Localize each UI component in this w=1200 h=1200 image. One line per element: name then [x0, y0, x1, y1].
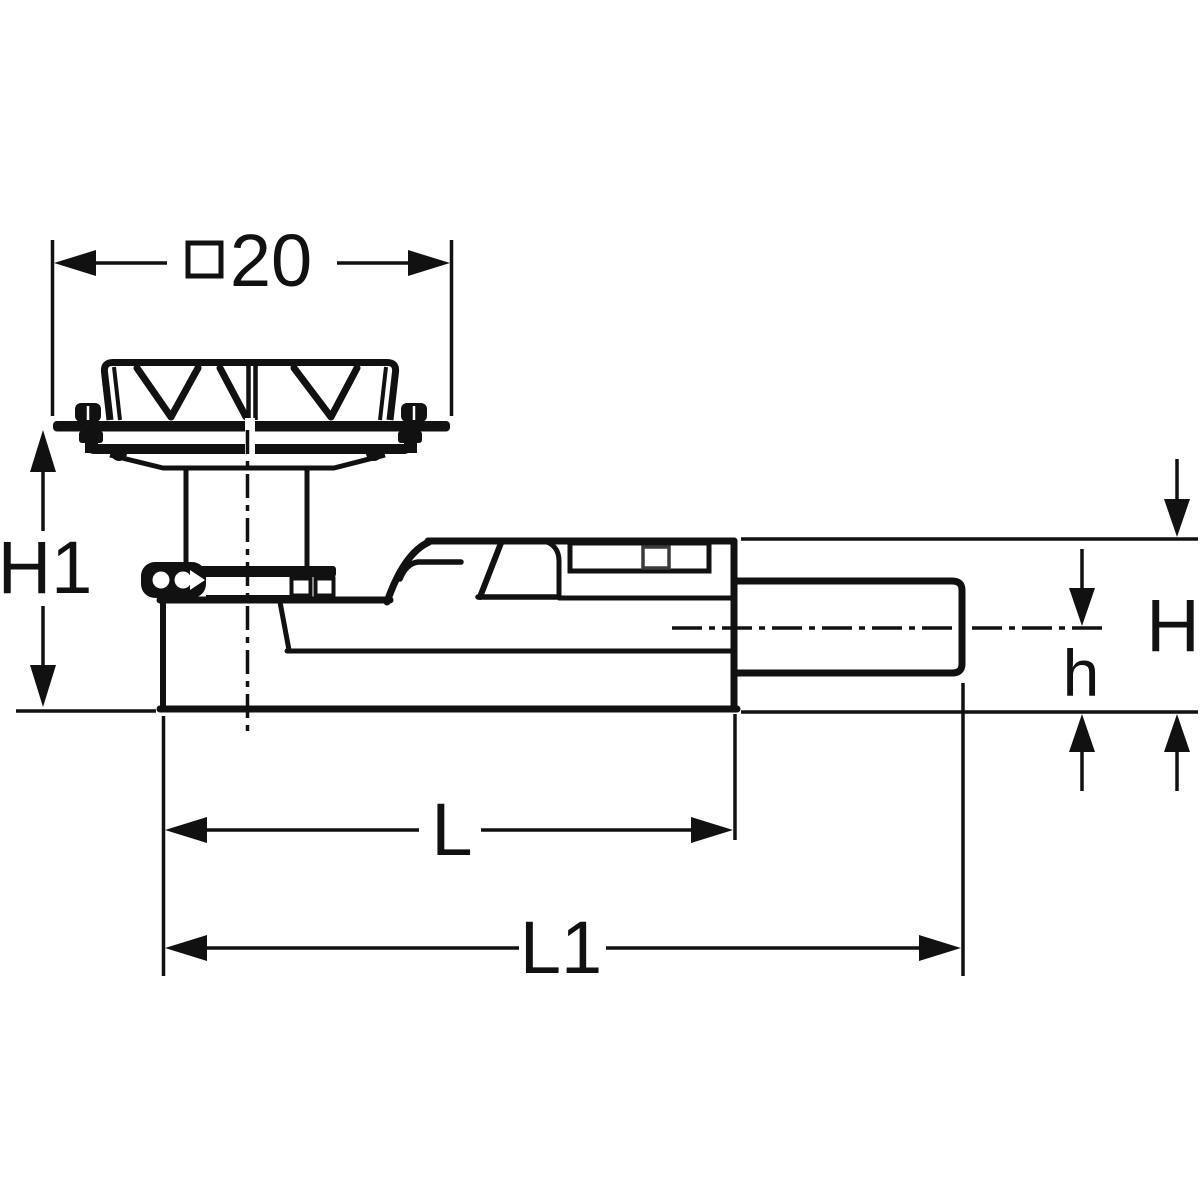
haxis-arrow-down: [1069, 588, 1095, 626]
h-arrow-up: [1164, 714, 1190, 752]
service-clip: [567, 540, 712, 574]
l1-arrow-right: [919, 935, 961, 961]
bar-center-gap: [245, 442, 255, 456]
fastener-right: [398, 403, 427, 453]
h1-arrow-down: [30, 665, 56, 707]
seal-ring-2: [174, 571, 192, 589]
fin-right-edge: [477, 540, 504, 600]
dim-label-l1: L1: [520, 906, 602, 989]
dimension-h-outlet: [1164, 459, 1190, 791]
union-clip-1: [289, 576, 313, 598]
dim-label-h-outlet: H: [1146, 584, 1199, 667]
drain-grate-assembly: [53, 359, 450, 566]
collecting-bowl: [109, 452, 386, 471]
seal-ring-1: [152, 571, 170, 589]
inner-wall-fillet: [544, 539, 562, 599]
arrowhead-left: [54, 250, 96, 276]
fin-inner-curve: [397, 559, 464, 582]
dim-label-h1: H1: [0, 526, 92, 609]
arrowhead-right: [408, 250, 450, 276]
grate-inner-wall-left: [112, 366, 122, 421]
h1-arrow-up: [30, 430, 56, 472]
l1-arrow-left: [165, 935, 207, 961]
grate-truss-diagonal-left: [216, 364, 250, 421]
dimension-h-axis: [1069, 549, 1095, 791]
l-arrow-right: [691, 817, 733, 843]
plate-center-gap: [245, 418, 255, 434]
seal-blob: [141, 562, 206, 598]
fin-outer-curve: [383, 538, 433, 606]
square-symbol: [185, 240, 224, 279]
dimension-l: [161, 714, 737, 976]
service-clip-insert: [641, 545, 671, 570]
l-arrow-left: [165, 817, 207, 843]
dim-label-l: L: [431, 788, 472, 871]
inlet-union: [141, 562, 336, 599]
grate-truss-v-right: [290, 364, 361, 421]
fastener-left: [75, 403, 103, 453]
seal-wedge: [190, 570, 205, 590]
dimension-h1: [16, 430, 156, 713]
trap-body: [156, 537, 741, 713]
haxis-arrow-up: [1069, 714, 1095, 752]
union-clip-2: [313, 576, 336, 598]
grate-truss-v-left: [133, 364, 202, 421]
grate-inner-wall-right: [378, 366, 388, 421]
dimension-top-width: [50, 240, 454, 416]
dimension-l1: [165, 683, 965, 976]
inner-step: [277, 599, 292, 653]
dim-label-top-width: 20: [230, 219, 312, 302]
dim-label-h-axis: h: [1063, 636, 1100, 710]
h-arrow-down: [1164, 499, 1190, 537]
